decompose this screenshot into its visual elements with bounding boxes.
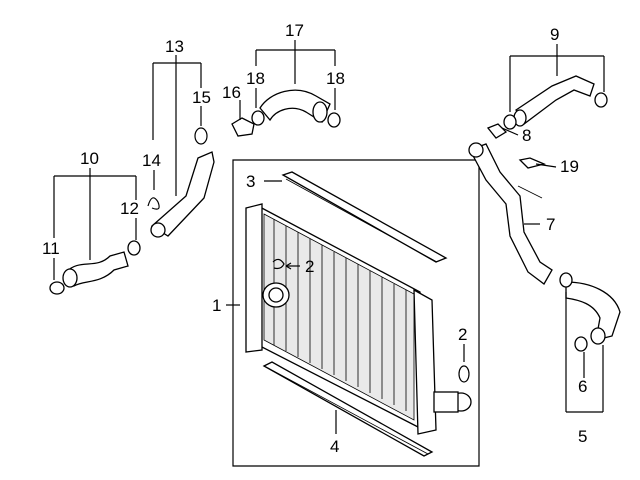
callout-12: 12 — [120, 199, 139, 218]
leader-lines — [53, 40, 605, 434]
callout-8: 8 — [522, 126, 531, 145]
clip-8 — [486, 123, 508, 139]
assembly-frame — [232, 159, 480, 467]
clamp-6 — [574, 336, 588, 352]
callout-7: 7 — [546, 215, 555, 234]
callout-14: 14 — [142, 151, 161, 170]
seal-strip-top — [281, 171, 448, 263]
clamp-upper-right — [559, 272, 573, 288]
hose-10 — [62, 251, 129, 288]
hose-13 — [150, 151, 215, 238]
callout-4: 4 — [330, 437, 339, 456]
pipe-7 — [468, 142, 553, 285]
hose-5 — [565, 281, 621, 345]
callout-18-right: 18 — [326, 69, 345, 88]
clip-left — [272, 258, 285, 270]
callout-15: 15 — [192, 88, 211, 107]
clamp-12 — [127, 240, 141, 256]
clamp-11 — [49, 281, 65, 295]
hose-9 — [513, 75, 595, 127]
callout-11: 11 — [42, 239, 60, 258]
callout-18-left: 18 — [246, 69, 265, 88]
hose-17 — [259, 89, 331, 123]
clamp-9-right — [594, 92, 608, 108]
callout-5: 5 — [578, 427, 587, 446]
seal-strip-bottom — [262, 361, 434, 457]
callout-6: 6 — [578, 377, 587, 396]
callout-2-left: 2 — [305, 257, 314, 276]
bracket-19 — [518, 157, 547, 169]
callout-16: 16 — [222, 83, 241, 102]
clip-16 — [231, 117, 255, 137]
intercooler-core — [245, 203, 472, 435]
clamp-18-right — [327, 112, 341, 128]
clamp-18-left — [251, 110, 265, 126]
callout-19: 19 — [560, 157, 579, 176]
clamp-15 — [194, 127, 208, 145]
callout-10: 10 — [80, 149, 99, 168]
callout-9: 9 — [550, 25, 559, 44]
callout-1: 1 — [212, 296, 221, 315]
clamp-14 — [147, 197, 160, 210]
clamp-9-left — [503, 114, 517, 130]
callout-17: 17 — [285, 21, 304, 40]
callout-3: 3 — [246, 172, 255, 191]
callout-2-right: 2 — [458, 325, 467, 344]
callout-13: 13 — [165, 37, 184, 56]
clip-right — [458, 365, 470, 383]
